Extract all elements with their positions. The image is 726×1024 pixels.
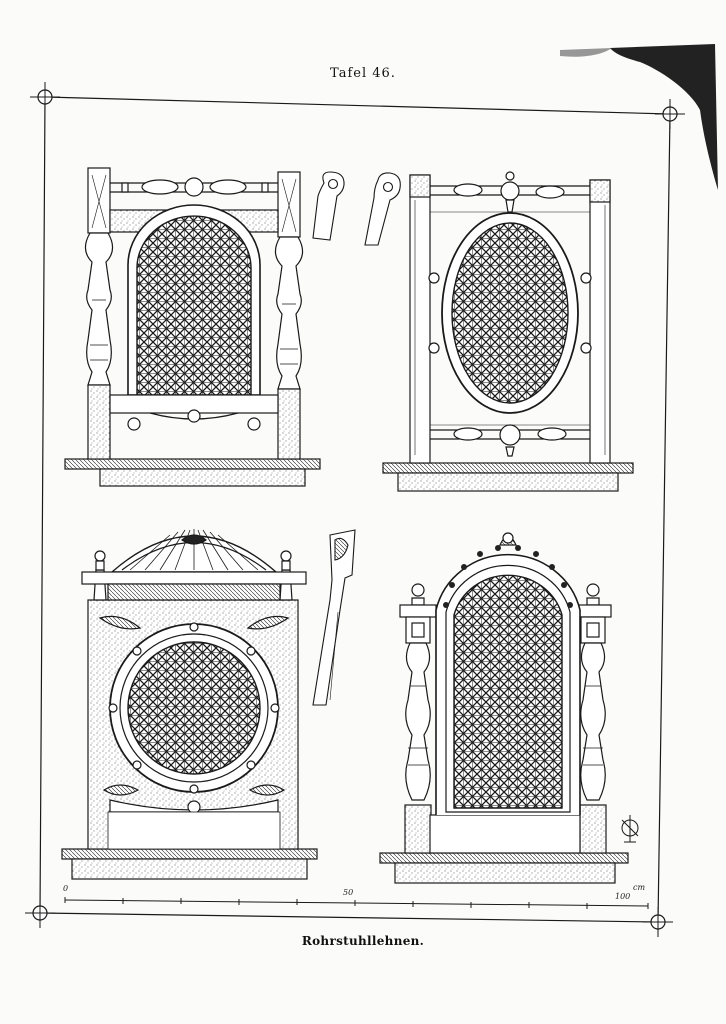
scale-label-unit: cm xyxy=(633,883,646,892)
ink-stain xyxy=(610,44,718,190)
plate-caption: Rohrstuhllehnen. xyxy=(301,934,425,948)
corner-mark-tl xyxy=(30,82,60,112)
profile-detail-1 xyxy=(312,171,345,241)
plate-frame xyxy=(25,82,685,937)
corner-mark-br xyxy=(643,907,673,937)
corner-mark-tr xyxy=(655,99,685,129)
scale-bar xyxy=(64,897,649,909)
profile-detail-2 xyxy=(364,172,401,246)
plate-title: Tafel 46. xyxy=(330,66,396,81)
scale-label-start: 0 xyxy=(63,884,69,893)
corner-mark-bl xyxy=(25,898,55,928)
figure-chair-back-1 xyxy=(64,167,321,487)
figure-chair-back-4 xyxy=(379,532,629,884)
monogram-mark xyxy=(621,815,639,843)
ink-stain-spatter xyxy=(560,48,612,57)
figure-chair-back-3 xyxy=(61,529,318,880)
figure-chair-back-2 xyxy=(382,171,634,492)
profile-detail-3 xyxy=(312,529,356,706)
scale-label-mid: 50 xyxy=(343,888,354,897)
scale-label-end: 100 xyxy=(615,892,631,901)
